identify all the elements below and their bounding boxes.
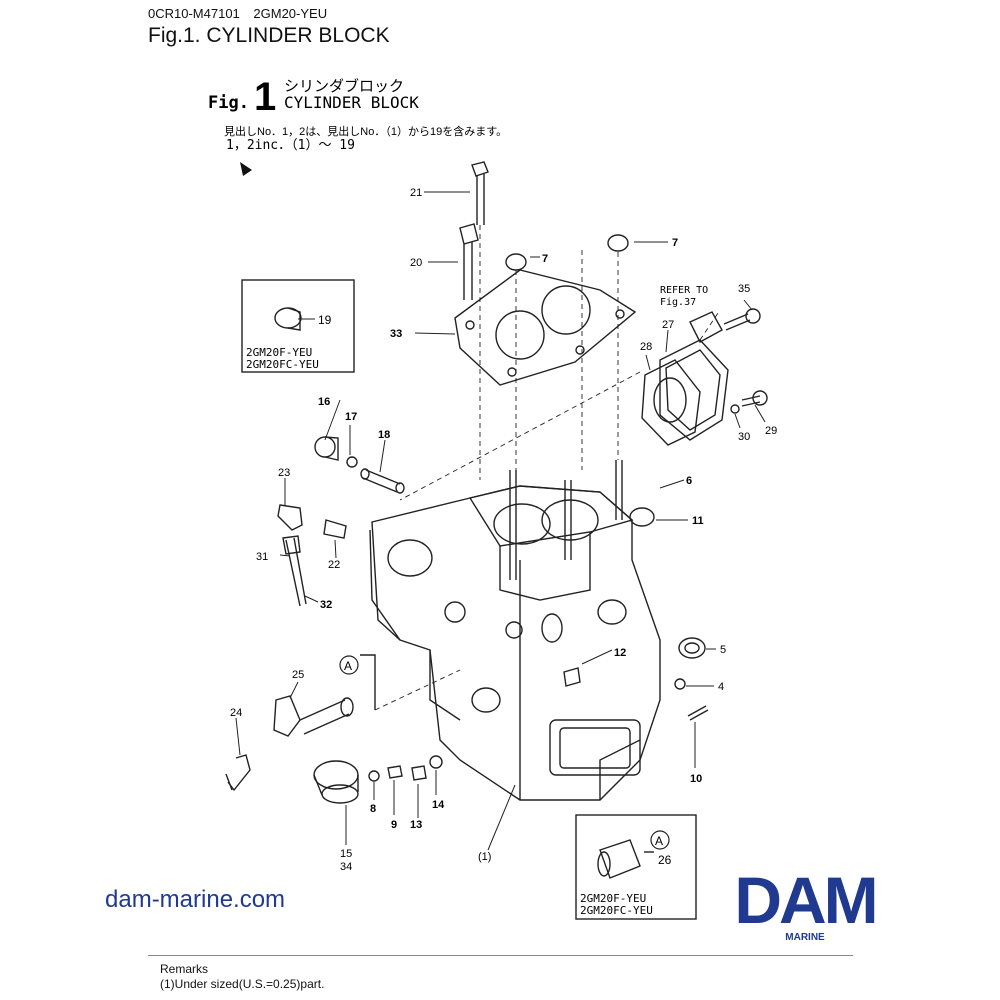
part-label-14: 14 [432, 799, 445, 811]
refer-to-fig: Fig.37 [660, 297, 696, 308]
part-label-17: 17 [345, 411, 357, 423]
part-label-4: 4 [718, 681, 724, 693]
callout-a-bracket [360, 654, 376, 710]
arrow-marker [240, 162, 252, 176]
tube-25 [273, 695, 354, 737]
inset-bottom-part: 26 [658, 853, 672, 867]
remarks-block: Remarks (1)Under sized(U.S.=0.25)part. [160, 962, 324, 992]
fitting-22 [323, 519, 347, 539]
part-label-34: 34 [340, 861, 352, 873]
part-label-23: 23 [278, 467, 290, 479]
plug-16 [314, 436, 339, 461]
fig-number: 1 [254, 75, 276, 119]
washer-30 [730, 404, 740, 414]
part-label-25: 25 [292, 669, 304, 681]
part-label-28: 28 [640, 341, 652, 353]
block-studs [509, 460, 623, 580]
header-line: 0CR10-M47101 2GM20-YEU [148, 6, 327, 21]
part-label-8: 8 [370, 803, 376, 815]
plug-12 [563, 667, 581, 687]
model-code: 2GM20-YEU [253, 6, 328, 21]
pipe-18 [360, 468, 405, 494]
part-label-11: 11 [692, 515, 704, 527]
seal-5 [678, 637, 706, 659]
part-label-7b: 7 [672, 237, 678, 249]
pin-10 [687, 705, 709, 721]
logo-mark: DAM [734, 863, 878, 937]
plug-9 [387, 765, 403, 779]
part-label-21: 21 [410, 187, 422, 199]
part-label-35: 35 [738, 283, 750, 295]
part-label-13: 13 [410, 819, 422, 831]
fig-label: Fig. [208, 93, 249, 113]
part-label-22: 22 [328, 559, 340, 571]
part-label-33: 33 [390, 328, 402, 340]
bolt-29 [741, 390, 768, 407]
inset-bottom-model-2: 2GM20FC-YEU [580, 904, 653, 917]
part-label-10: 10 [690, 773, 702, 785]
part-label-12: 12 [614, 647, 626, 659]
bolt-20 [459, 223, 479, 300]
cover-plate-27 [659, 339, 729, 441]
part-label-15: 15 [340, 848, 352, 860]
part-label-30: 30 [738, 431, 750, 443]
note-en: 1，2inc．（1）～ 19 [226, 138, 355, 153]
plug-13 [411, 765, 427, 781]
inset-bottom-model-1: 2GM20F-YEU [580, 892, 646, 905]
document-code: 0CR10-M47101 [148, 6, 240, 21]
part-label-7a: 7 [542, 253, 548, 265]
logo-subtitle: MARINE [785, 932, 825, 943]
hose-31 [282, 535, 307, 607]
part-label-6: 6 [686, 475, 692, 487]
note-jp: 見出しNo．1，2は、見出しNo．（1）から19を含みます。 [224, 124, 507, 138]
sleeve-15 [313, 760, 359, 804]
inset-top-part: 19 [318, 313, 332, 327]
inset-top-model-1: 2GM20F-YEU [246, 346, 312, 359]
fig-title-en: CYLINDER BLOCK [284, 93, 419, 112]
part-label-27: 27 [662, 319, 674, 331]
plug-14 [429, 755, 443, 769]
part-label-1: (1) [478, 851, 491, 863]
part-label-20: 20 [410, 257, 422, 269]
elbow-24 [225, 754, 251, 792]
inset-top [241, 279, 355, 373]
part-label-29: 29 [765, 425, 777, 437]
part-label-24: 24 [230, 707, 242, 719]
head-gasket [454, 269, 637, 386]
plug-4 [674, 678, 686, 690]
elbow-23 [277, 504, 303, 531]
dam-marine-logo: DAM MARINE [715, 863, 895, 944]
remarks-label: Remarks [160, 962, 209, 976]
nut-7-right [607, 234, 629, 252]
part-label-9: 9 [391, 819, 397, 831]
remarks-text: (1)Under sized(U.S.=0.25)part. [160, 977, 325, 991]
part-label-31: 31 [256, 551, 268, 563]
inset-top-model-2: 2GM20FC-YEU [246, 358, 319, 371]
inset-bottom-callout: A [655, 834, 663, 848]
fig-title-jp: シリンダブロック [284, 77, 404, 95]
callout-a-label: A [344, 659, 352, 673]
inset-bottom [575, 814, 697, 920]
nut-17 [346, 456, 358, 468]
part-label-16: 16 [318, 396, 330, 408]
ring-8 [368, 770, 380, 782]
website-link[interactable]: dam-marine.com [105, 886, 286, 913]
bolt-21 [471, 161, 489, 225]
gasket-28 [641, 359, 701, 446]
cylinder-block [369, 485, 661, 801]
part-label-32: 32 [320, 599, 332, 611]
nut-7-left [505, 253, 527, 271]
refer-to-label: REFER TO [660, 285, 708, 296]
part-label-18: 18 [378, 429, 390, 441]
bracket [689, 311, 723, 343]
part-label-5: 5 [720, 644, 726, 656]
plug-11 [629, 507, 655, 527]
bolt-35 [723, 308, 761, 331]
footer-divider [148, 955, 853, 956]
page-title: Fig.1. CYLINDER BLOCK [148, 24, 390, 47]
